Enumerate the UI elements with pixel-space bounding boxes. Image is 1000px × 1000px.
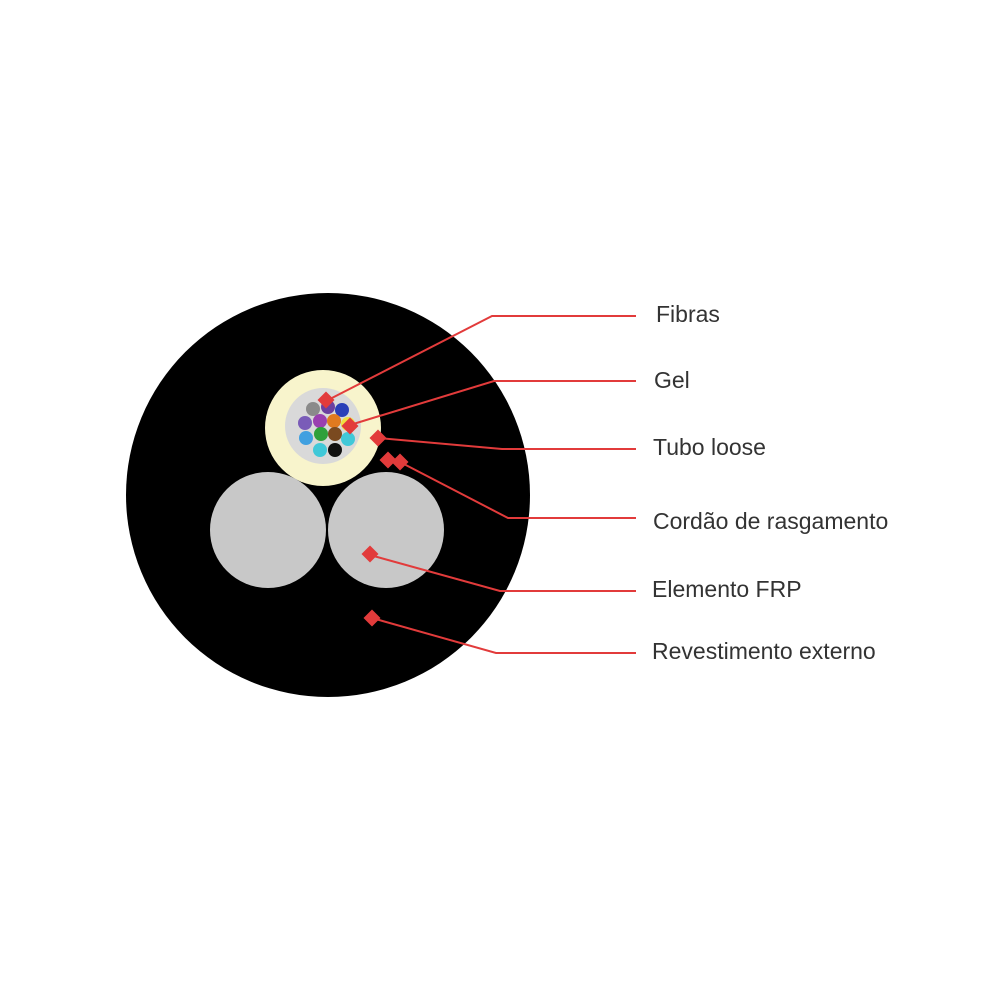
leader-revestimento xyxy=(371,617,636,654)
frp-element-left xyxy=(210,472,326,588)
label-tubo-loose: Tubo loose xyxy=(653,434,766,460)
marker-revestimento xyxy=(363,609,381,627)
fiber-6 xyxy=(327,414,341,428)
fiber-3 xyxy=(335,403,349,417)
label-gel: Gel xyxy=(654,367,690,393)
fiber-13 xyxy=(313,443,327,457)
leader-markers xyxy=(317,391,409,627)
marker-fibras xyxy=(317,391,335,409)
label-fibras: Fibras xyxy=(656,301,720,327)
fiber-5 xyxy=(313,414,327,428)
fiber-4 xyxy=(298,416,312,430)
frp-element-right xyxy=(328,472,444,588)
leader-tubo-loose xyxy=(377,437,636,450)
outer-jacket xyxy=(126,293,530,697)
label-revestimento: Revestimento externo xyxy=(652,638,876,664)
marker-frp xyxy=(361,545,379,563)
fiber-11 xyxy=(341,432,355,446)
leader-frp xyxy=(369,554,636,592)
leader-gel xyxy=(349,380,636,426)
marker-gel xyxy=(341,417,359,435)
leader-lines xyxy=(327,315,636,654)
labels: Fibras Gel Tubo loose Cordão de rasgamen… xyxy=(652,301,888,664)
marker-cordao-2 xyxy=(391,453,409,471)
label-cordao: Cordão de rasgamento xyxy=(653,508,888,534)
marker-cordao-1 xyxy=(379,451,397,469)
fiber-10 xyxy=(328,427,342,441)
fiber-9 xyxy=(314,427,328,441)
label-frp: Elemento FRP xyxy=(652,576,802,602)
leader-fibras xyxy=(327,315,636,401)
marker-tubo-loose xyxy=(369,429,387,447)
leader-cordao xyxy=(399,461,636,519)
fiber-1 xyxy=(306,402,320,416)
fiber-8 xyxy=(299,431,313,445)
cable-cross-section xyxy=(126,293,530,697)
fiber-12 xyxy=(328,443,342,457)
